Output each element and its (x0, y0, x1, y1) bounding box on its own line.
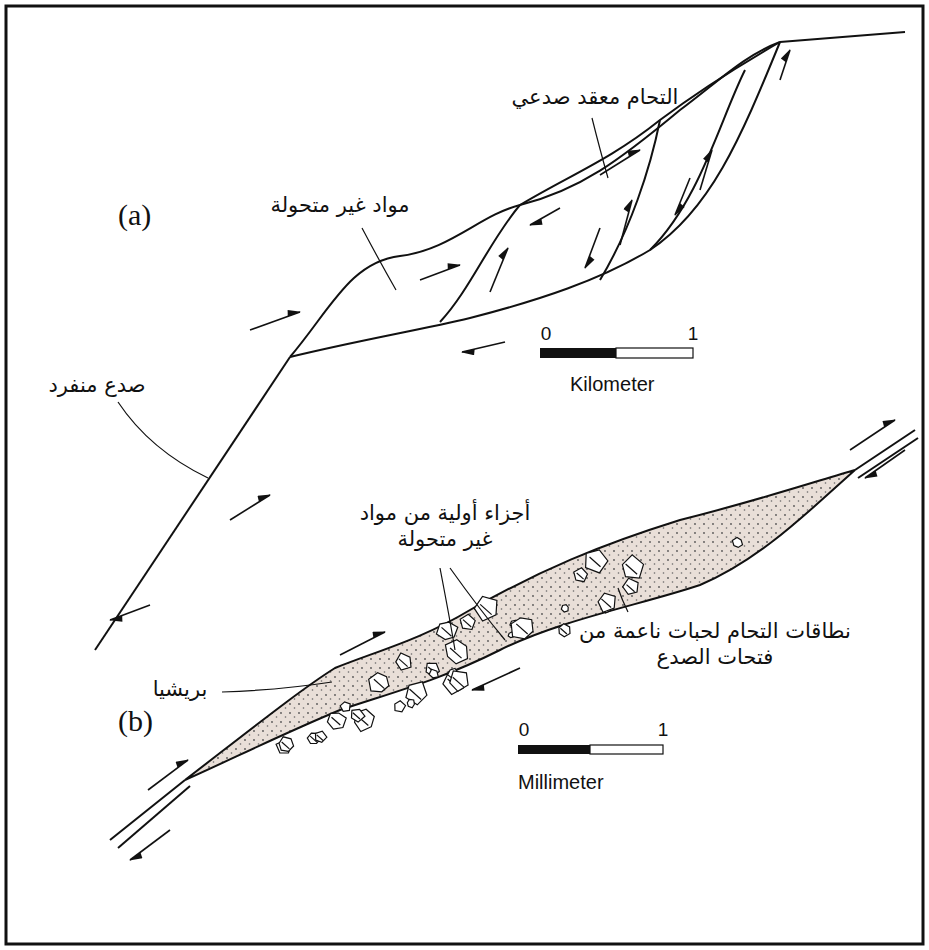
breccia-fragment (429, 669, 438, 678)
part-label: صدع منفرد (22, 372, 172, 398)
fault-complex-a (95, 32, 905, 650)
part-label: نطاقات التحام لحبات ناعمة من فتحات الصدع (550, 618, 880, 671)
part-label: (a) (118, 196, 178, 234)
fragment-edge (516, 624, 527, 634)
breccia-fragment (559, 624, 570, 637)
breccia-fragment (623, 578, 638, 594)
scale-number: 1 (653, 718, 673, 742)
fragment-edge (332, 717, 341, 725)
fragment-edge (626, 585, 634, 592)
breccia-fragment (340, 702, 350, 711)
part-label: مواد غير متحولة (230, 192, 450, 218)
part-label: بريشيا (125, 676, 235, 702)
slip-arrows-b (130, 420, 905, 860)
breccia-fragment (279, 737, 294, 752)
breccia-fragment (586, 550, 608, 573)
fragment-edge (399, 659, 408, 667)
breccia-fragment (574, 568, 588, 582)
scale-number: 0 (536, 322, 556, 346)
fragment-edge (282, 742, 290, 749)
scale-number: 0 (514, 718, 534, 742)
scale-unit: Kilometer (570, 372, 700, 397)
breccia-fragment (445, 640, 467, 664)
fragment-edge (601, 599, 611, 608)
fragment-edge (450, 648, 461, 658)
breccia-fragment (622, 555, 643, 578)
fragment-edge (374, 679, 385, 688)
fragment-edge (577, 573, 584, 579)
breccia-fragment (352, 709, 365, 722)
breccia-fragment (561, 605, 568, 612)
fragment-edge (442, 627, 452, 636)
breccia-fragment (511, 618, 533, 639)
fragment-edge (590, 557, 601, 567)
fragment-edge (560, 628, 567, 634)
breccia-fragment (369, 673, 389, 692)
breccia-fragment (316, 731, 327, 742)
fragment-edge (353, 713, 360, 719)
breccia-fragment (407, 699, 414, 707)
breccia-fragment (732, 538, 742, 548)
breccia-fragment (396, 653, 411, 670)
breccia-fragment (598, 593, 615, 612)
fragment-edge (409, 689, 421, 699)
fragment-edge (480, 604, 491, 614)
scale-bar-a (540, 348, 693, 358)
breccia-fragment (327, 713, 346, 729)
part-label: التحام معقد صدعي (470, 84, 720, 110)
leader-lines-a (118, 118, 608, 478)
scale-unit: Millimeter (518, 770, 658, 795)
breccia-fragment (474, 596, 497, 621)
leader-lines-b (222, 568, 628, 692)
frame (6, 6, 923, 944)
breccia-fragment (395, 701, 406, 712)
breccia-fragment (436, 622, 457, 639)
breccia-fragment (450, 671, 468, 691)
fragment-edge (453, 677, 464, 687)
breccia-fragment (460, 614, 475, 629)
fragment-edge (626, 564, 638, 574)
fragment-edge (317, 735, 323, 741)
part-label: أجزاء أولية من مواد غير متحولة (345, 500, 545, 553)
scale-number: 1 (683, 322, 703, 346)
scale-bar-b (518, 745, 663, 754)
fragment-edge (463, 620, 471, 627)
breccia-zone-b (110, 430, 918, 848)
part-label: (b) (118, 702, 178, 740)
